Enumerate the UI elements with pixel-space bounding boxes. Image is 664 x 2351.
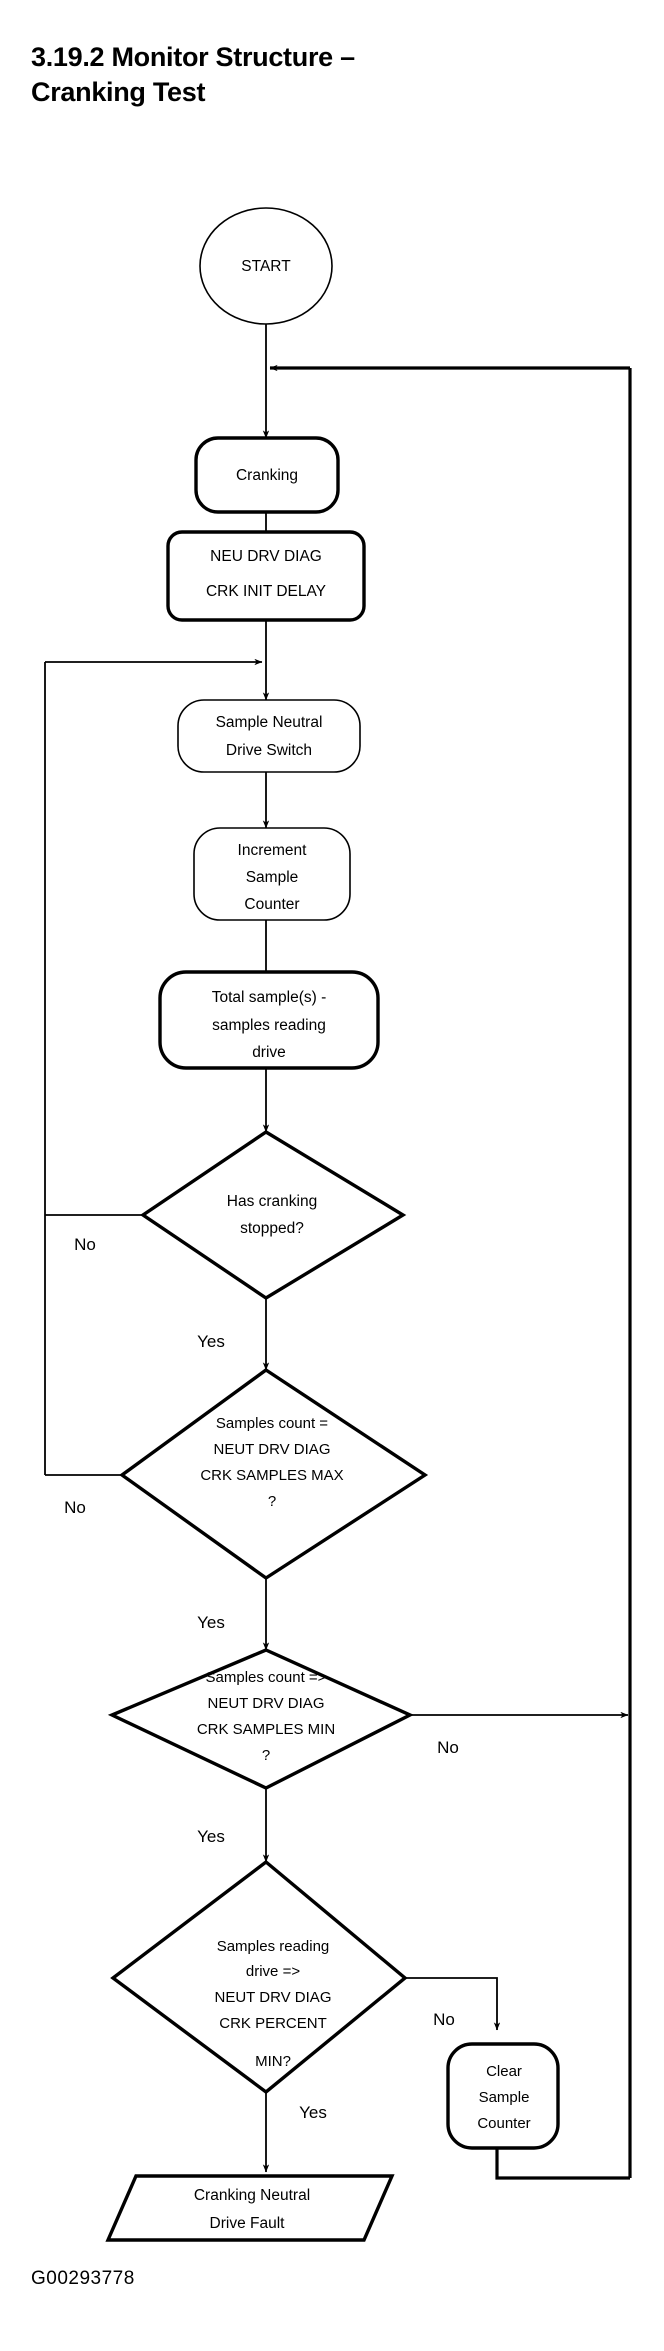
node-dec-min-line-4: ? [262,1747,270,1764]
node-init-delay-line-1: NEU DRV DIAG [210,548,322,565]
node-dec-min-line-1: Samples count => [206,1669,327,1686]
node-dec-max-line-4: ? [268,1493,276,1510]
node-decision-samples-max[interactable] [119,1367,429,1581]
title-line-2: Cranking Test [31,76,206,107]
node-start-label: START [241,258,291,275]
node-dec-stopped-line-1: Has cranking [227,1193,317,1210]
node-dec-max-line-1: Samples count = [216,1415,328,1432]
node-dec-max-line-3: CRK SAMPLES MAX [200,1467,343,1484]
node-clear-line-1: Clear [486,2063,522,2080]
edge-label-no-stopped: No [74,1235,96,1254]
node-fault-line-1: Cranking Neutral [194,2187,310,2204]
node-clear-sample-counter[interactable] [446,2042,560,2150]
node-dec-pct-line-5: MIN? [255,2053,291,2070]
node-total-samples[interactable] [158,970,380,1070]
node-increment-line-3: Counter [244,896,299,913]
node-dec-pct-line-1: Samples reading [217,1938,330,1955]
node-dec-pct-line-2: drive => [246,1963,300,1980]
edge-clear-to-rightrail [495,2148,630,2180]
node-dec-max-line-2: NEUT DRV DIAG [214,1441,331,1458]
figure-code: G00293778 [31,2268,135,2289]
edge-label-yes-stopped: Yes [197,1332,225,1351]
node-clear-line-3: Counter [477,2115,530,2132]
edge-label-no-min: No [437,1738,459,1757]
edge-label-yes-min: Yes [197,1827,225,1846]
node-init-delay[interactable] [166,530,366,622]
page-title: 3.19.2 Monitor Structure – Cranking Test [31,40,451,109]
node-fault-output[interactable] [105,2174,395,2242]
node-increment-line-1: Increment [238,842,308,859]
node-sample-switch-line-1: Sample Neutral [216,714,323,731]
node-total-line-3: drive [252,1044,286,1061]
edge-label-no-max: No [64,1498,86,1517]
node-dec-stopped-line-2: stopped? [240,1220,304,1237]
edge-label-no-pct: No [433,2010,455,2029]
node-dec-pct-line-4: CRK PERCENT [219,2015,327,2032]
node-increment[interactable] [193,827,351,921]
node-cranking[interactable] [194,436,340,514]
edge-label-yes-pct: Yes [299,2103,327,2122]
node-decision-samples-min[interactable] [107,1648,414,1790]
title-line-1: 3.19.2 Monitor Structure – [31,42,355,72]
node-sample-switch[interactable] [177,699,361,773]
node-increment-line-2: Sample [246,869,299,886]
node-cranking-label: Cranking [236,467,298,484]
node-dec-min-line-2: NEUT DRV DIAG [208,1695,325,1712]
node-decision-cranking-stopped[interactable] [139,1129,407,1301]
node-decision-percent-min[interactable] [110,1859,408,2095]
edge-label-yes-max: Yes [197,1613,225,1632]
edge-decpct-no [405,1977,501,2031]
node-total-line-2: samples reading [212,1017,326,1034]
node-clear-line-2: Sample [479,2089,530,2106]
node-fault-line-2: Drive Fault [210,2215,286,2232]
node-start[interactable] [199,207,333,325]
node-init-delay-line-2: CRK INIT DELAY [206,583,326,600]
node-sample-switch-line-2: Drive Switch [226,742,312,759]
node-dec-min-line-3: CRK SAMPLES MIN [197,1721,335,1738]
node-dec-pct-line-3: NEUT DRV DIAG [215,1989,332,2006]
node-total-line-1: Total sample(s) - [212,989,327,1006]
